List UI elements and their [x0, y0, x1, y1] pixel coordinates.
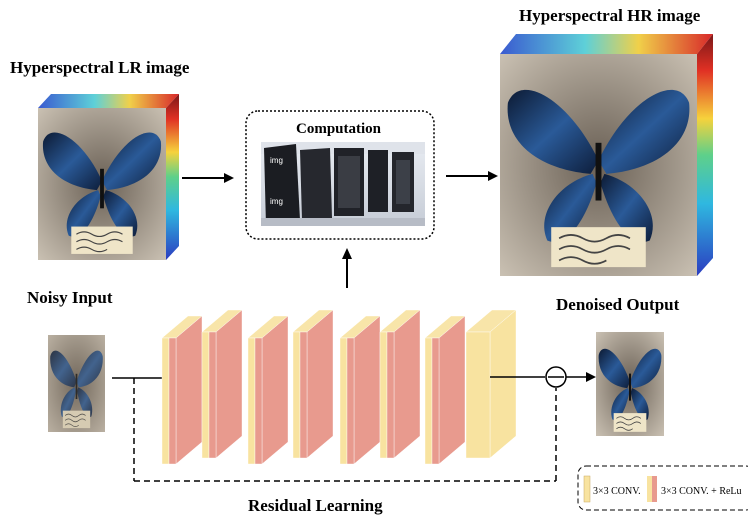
- layer-6-front-relu: [386, 331, 395, 459]
- layer-3-side: [261, 315, 289, 465]
- legend-convrelu-label: 3×3 CONV. + ReLu: [661, 486, 742, 497]
- residual-skip-connection: [133, 378, 557, 482]
- layer-8-side: [489, 309, 517, 459]
- layer-1-side: [175, 315, 203, 465]
- server-brand-1: img: [270, 156, 283, 165]
- layer-5-front-conv: [339, 337, 348, 465]
- legend-convrelu-swatch-b: [652, 476, 657, 502]
- noisy-input-title: Noisy Input: [27, 288, 113, 307]
- layer-7-front-conv: [424, 337, 433, 465]
- arrowhead: [488, 171, 498, 181]
- legend: 3×3 CONV. 3×3 CONV. + ReLu: [577, 465, 748, 511]
- layer-5-side: [353, 315, 381, 465]
- layer-4-front-relu: [299, 331, 308, 459]
- arrowhead: [342, 248, 352, 259]
- computation-title: Computation: [296, 121, 382, 137]
- cnn-layer-stack: [161, 309, 517, 465]
- layer-7-front-relu: [431, 337, 440, 465]
- denoised-output-image: [596, 332, 664, 436]
- lr-cube: [38, 94, 179, 260]
- hr-image-title: Hyperspectral HR image: [519, 6, 701, 25]
- layer-8-front: [465, 331, 491, 459]
- layer-6-side: [393, 309, 421, 459]
- layer-3-front-conv: [247, 337, 256, 465]
- layer-4-side: [306, 309, 334, 459]
- layer-4-front-conv: [292, 331, 301, 459]
- lr-image-title: Hyperspectral LR image: [10, 58, 190, 77]
- layer-3-front-relu: [254, 337, 263, 465]
- legend-convrelu-swatch-a: [647, 476, 652, 502]
- legend-conv-label: 3×3 CONV.: [593, 486, 641, 497]
- hr-cube: [500, 34, 713, 276]
- layer-2-side: [215, 309, 243, 459]
- server-room-image: [261, 142, 425, 226]
- layer-2-front-conv: [201, 331, 210, 459]
- noisy-input-image: [48, 335, 105, 432]
- server-brand-2: img: [270, 197, 283, 206]
- layer-2-front-relu: [208, 331, 217, 459]
- layer-1-front-relu: [168, 337, 177, 465]
- layer-7-side: [438, 315, 466, 465]
- residual-learning-title: Residual Learning: [248, 496, 383, 515]
- legend-conv-swatch: [583, 475, 591, 503]
- arrowhead: [224, 173, 234, 183]
- layer-6-front-conv: [379, 331, 388, 459]
- layer-1-front-conv: [161, 337, 170, 465]
- computation-box: img img: [245, 110, 435, 240]
- arrowhead: [586, 372, 596, 382]
- layer-5-front-relu: [346, 337, 355, 465]
- denoised-output-title: Denoised Output: [556, 295, 680, 314]
